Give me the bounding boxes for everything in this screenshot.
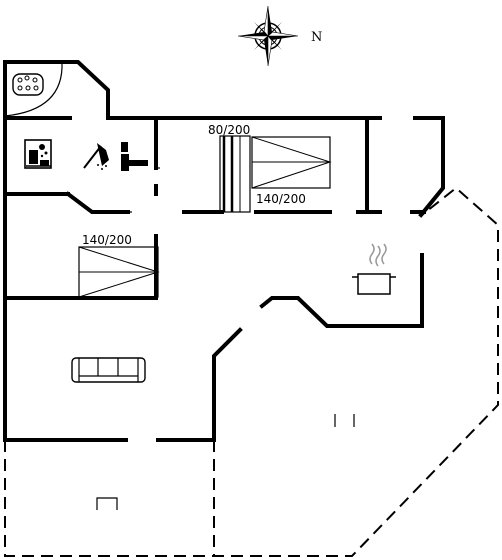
toilet-icon bbox=[121, 142, 148, 171]
bed-single bbox=[219, 135, 251, 213]
bed-label-double-top: 140/200 bbox=[256, 192, 306, 206]
corner-arc bbox=[4, 61, 63, 117]
compass-north-label: N bbox=[311, 30, 322, 45]
bed-double-left bbox=[78, 246, 160, 298]
sofa-icon bbox=[71, 357, 146, 383]
sauna-icon bbox=[24, 139, 52, 169]
bed-label-double-left: 140/200 bbox=[82, 233, 132, 247]
whirlpool-icon bbox=[12, 73, 44, 96]
interior-walls bbox=[3, 116, 426, 300]
exterior-walls bbox=[3, 60, 445, 442]
kitchen-pot-icon bbox=[352, 243, 396, 295]
bed-double-top bbox=[251, 136, 332, 189]
compass-rose-icon bbox=[237, 5, 299, 67]
bed-label-single: 80/200 bbox=[208, 123, 250, 137]
terrace-markers bbox=[96, 414, 355, 510]
terrace-outline bbox=[4, 186, 499, 557]
shower-icon bbox=[83, 143, 109, 170]
